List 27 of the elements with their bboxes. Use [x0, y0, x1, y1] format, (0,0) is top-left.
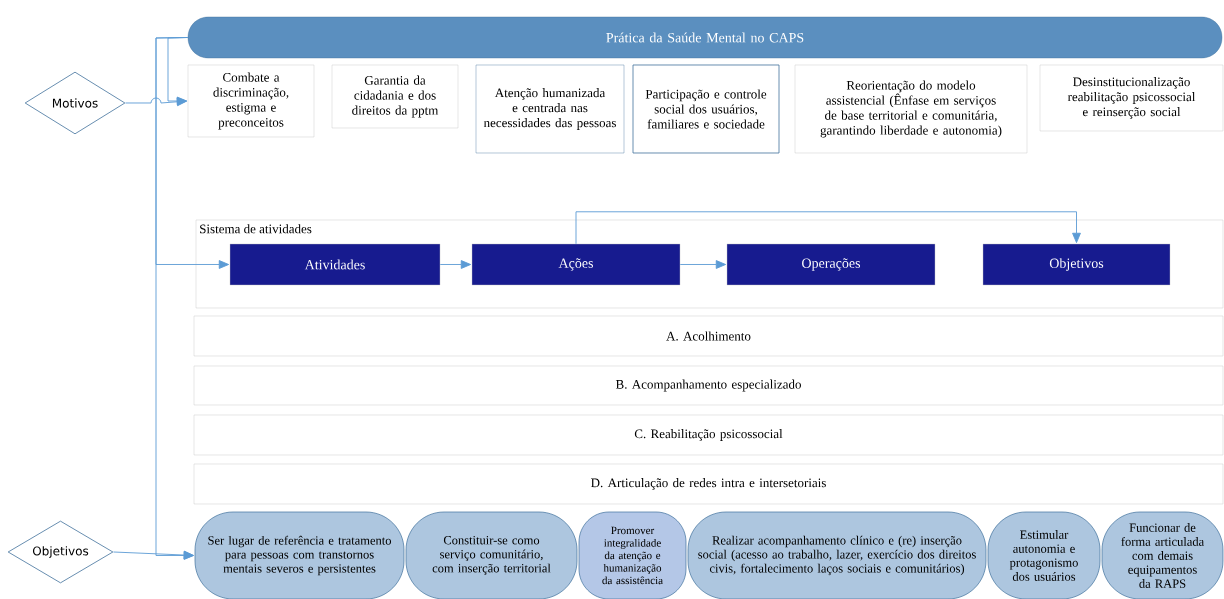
- arrow: [124, 97, 188, 107]
- objective-oval: Funcionar de forma articulada com demais equipamentos da RAPS: [1101, 511, 1224, 599]
- motive-box: Combate a discriminação, estigma e preconceitos: [187, 64, 315, 138]
- practice-band: B. Acompanhamento especializado: [193, 365, 1224, 406]
- arrow: [155, 37, 194, 560]
- practice-band: D. Articulação de redes intra e intersetoriais: [193, 463, 1224, 505]
- practice-band: C. Reabilitação psicossocial: [193, 414, 1224, 456]
- arrow: [575, 211, 1081, 245]
- arrow: [112, 550, 194, 560]
- arrow: [679, 260, 727, 269]
- process-box: Objetivos: [982, 243, 1171, 286]
- objective-oval: Realizar acompanhamento clínico e (re) inserção social (acesso ao trabalho, lazer, exercício dos direitos civis, fortalecimento laços sociais e comunitários): [687, 511, 987, 599]
- motive-box: Participação e controle social dos usuários, familiares e sociedade: [632, 64, 780, 154]
- objective-oval: Ser lugar de referência e tratamento para pessoas com transtornos mentais severos e persistentes: [194, 511, 405, 599]
- motive-box: Atenção humanizada e centrada nas necessidades das pessoas: [475, 64, 625, 154]
- process-box: Ações: [471, 243, 681, 286]
- practice-band: A. Acolhimento: [193, 315, 1224, 357]
- motive-box: Desinstitucionalização reabilitação psicossocial e reinserção social: [1039, 64, 1224, 132]
- arrow: [439, 260, 472, 269]
- motive-box: Garantia da cidadania e dos direitos da pptm: [331, 64, 459, 129]
- objective-oval: Constituir-se como serviço comunitário, com inserção territorial: [405, 511, 578, 599]
- process-box: Atividades: [229, 243, 441, 286]
- motive-box: Reorientação do modelo assistencial (Ênfase em serviços de base territorial e comunitária, garantindo liberdade e autonomia): [794, 64, 1028, 154]
- objective-oval: Promover integralidade da atenção e humanização da assistência: [578, 511, 687, 599]
- objective-oval: Estimular autonomia e protagonismo dos usuários: [987, 511, 1101, 599]
- process-box: Operações: [726, 243, 936, 286]
- title-band: Prática da Saúde Mental no CAPS: [187, 16, 1223, 59]
